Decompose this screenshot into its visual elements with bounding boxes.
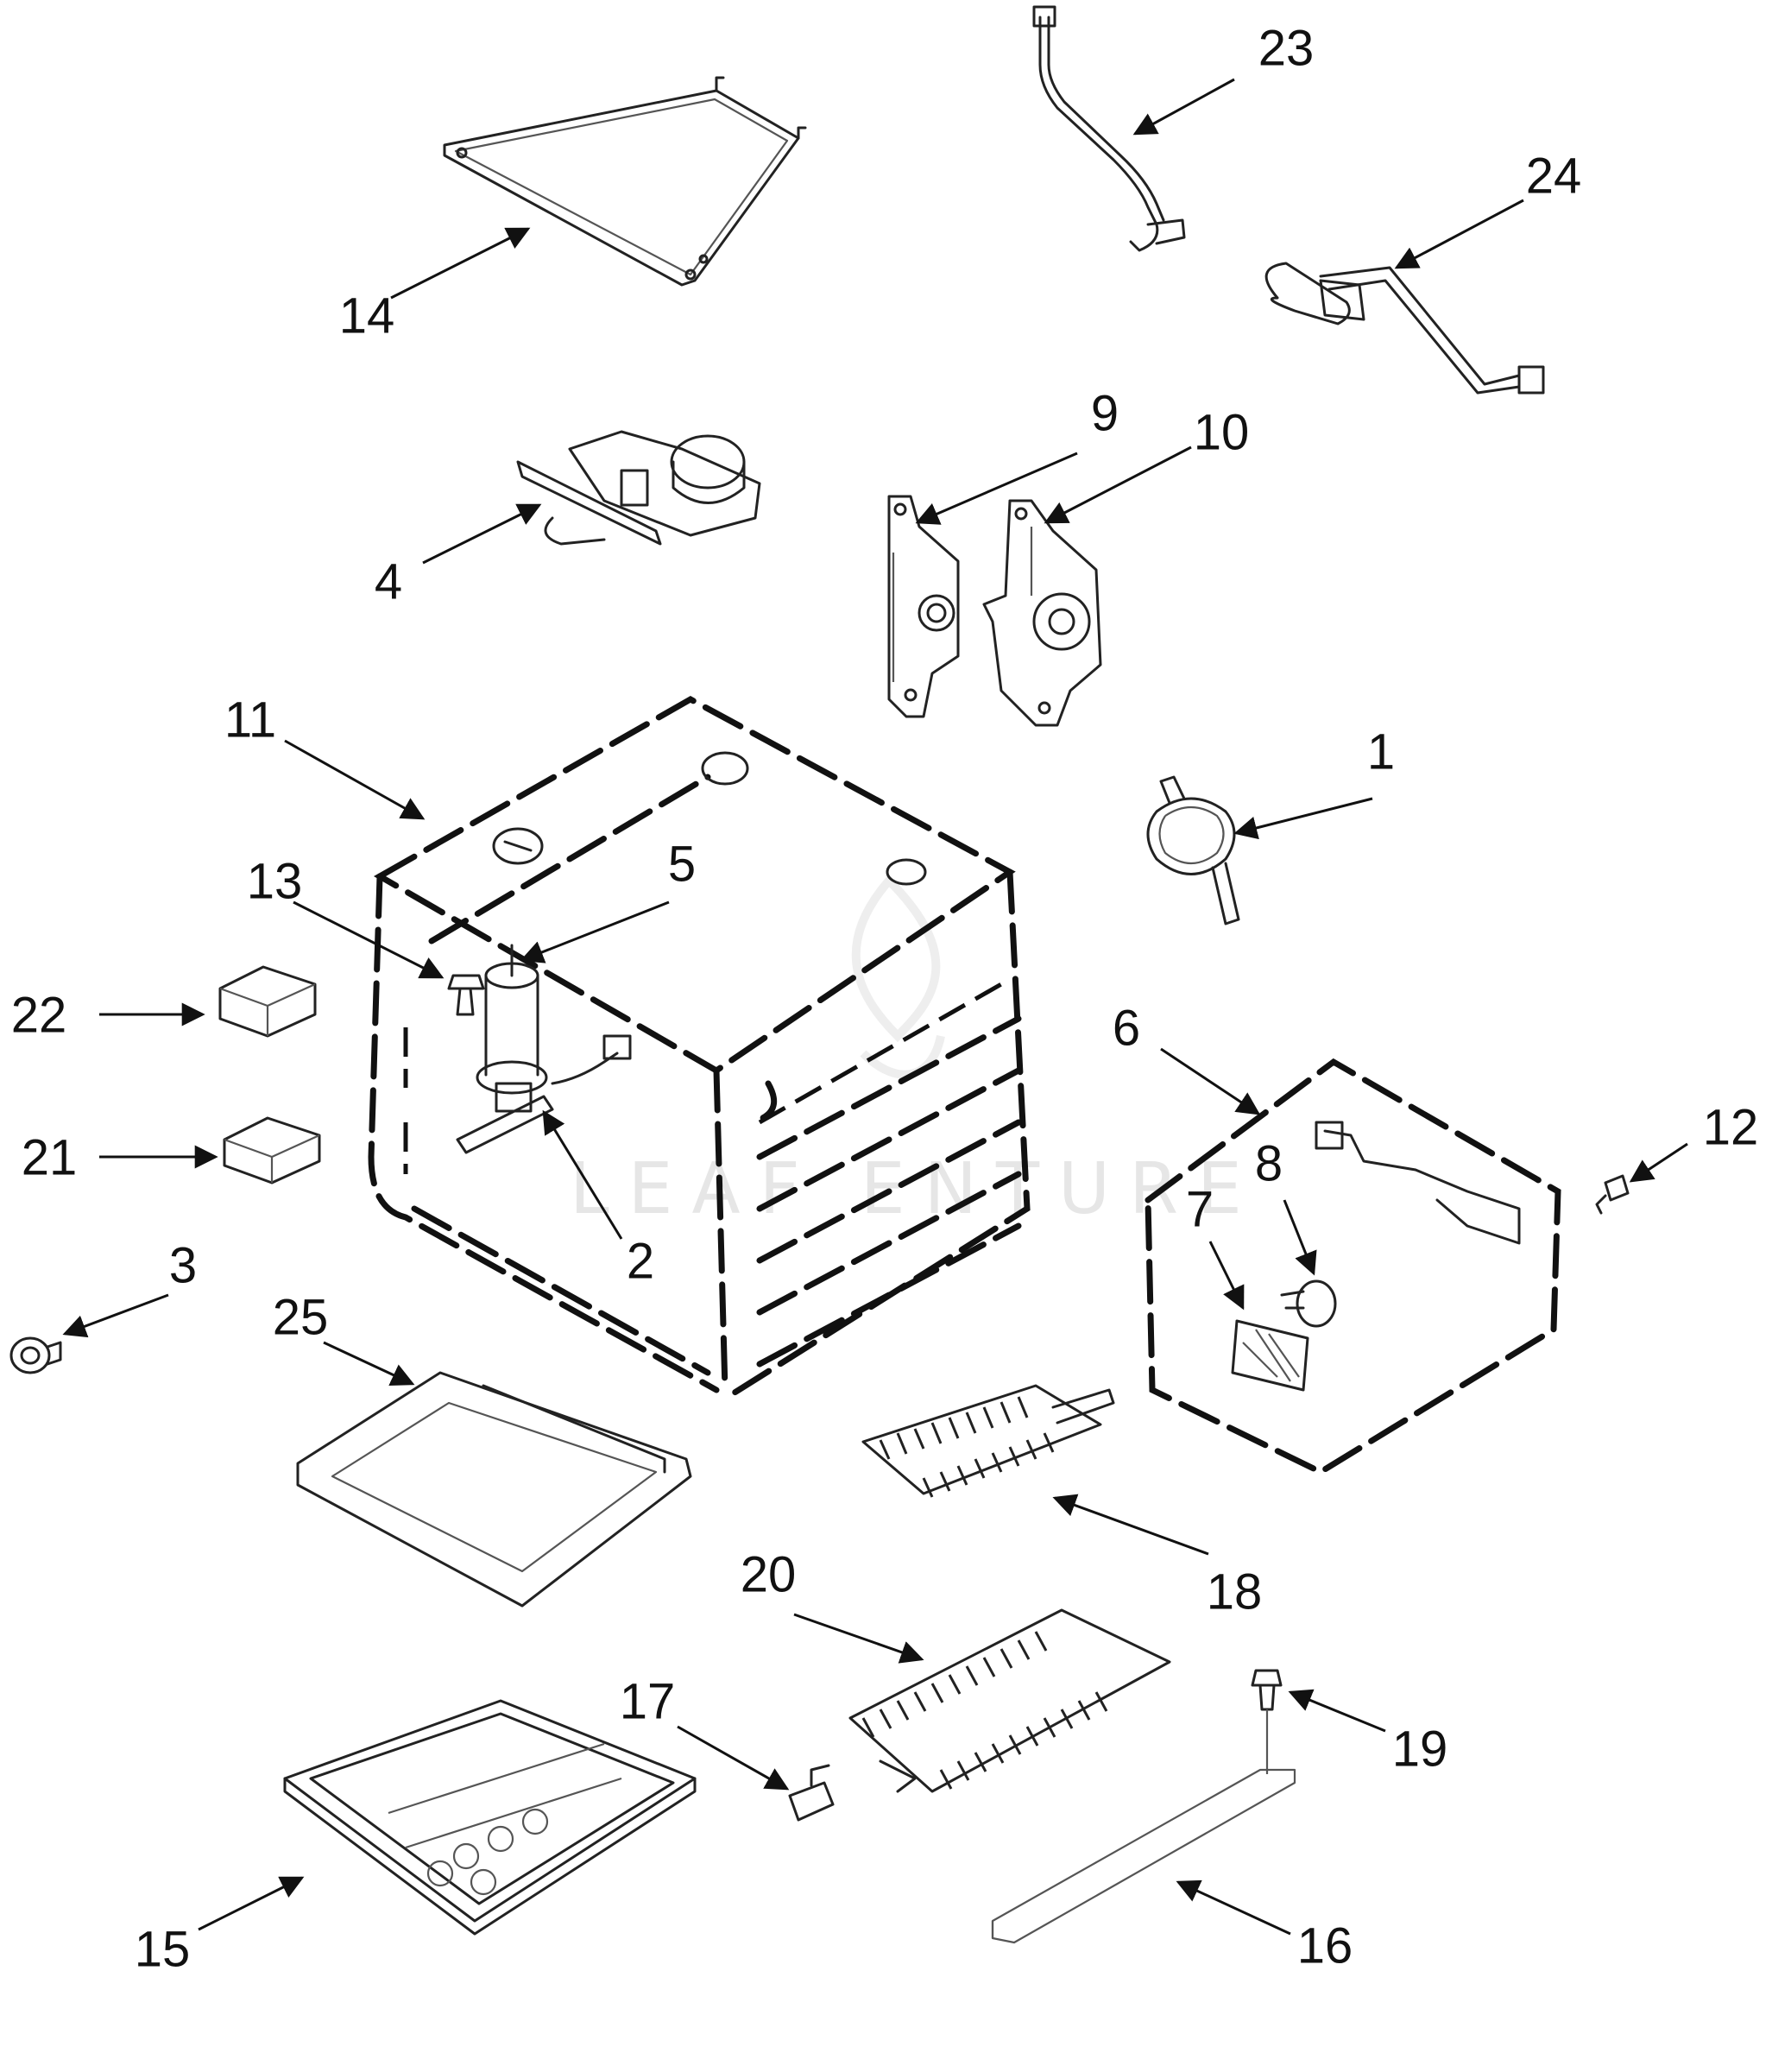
part-2-sensor	[456, 1082, 554, 1154]
part-8-bulb	[1280, 1279, 1337, 1328]
leader-16	[1176, 1879, 1291, 1936]
leader-10	[1044, 445, 1192, 524]
callout-7: 7	[1186, 1181, 1214, 1237]
part-25-panel	[296, 1371, 692, 1608]
callout-9: 9	[1091, 385, 1119, 441]
leader-24	[1394, 199, 1524, 269]
part-23-gas-tube	[1032, 5, 1186, 252]
callout-15: 15	[135, 1921, 191, 1977]
callout-8: 8	[1255, 1135, 1283, 1191]
watermark-flame-logo	[851, 874, 945, 1079]
leader-9	[915, 452, 1078, 525]
callout-10: 10	[1194, 404, 1250, 460]
part-1-gasket	[1146, 775, 1240, 925]
callout-11: 11	[224, 692, 276, 748]
leader-20	[793, 1613, 924, 1664]
leader-1	[1233, 797, 1373, 840]
callout-20: 20	[741, 1546, 797, 1602]
leader-14	[390, 227, 531, 300]
leader-25	[323, 1341, 415, 1386]
part-21-block	[223, 1116, 321, 1184]
callout-22: 22	[11, 987, 67, 1043]
watermark-text: LEAF ENTURE	[570, 1148, 1261, 1230]
part-15-pan	[283, 1699, 697, 1936]
callout-13: 13	[247, 853, 303, 909]
callout-18: 18	[1207, 1563, 1263, 1620]
part-4-valve-assembly	[516, 430, 761, 546]
part-24-burner-tube	[1264, 262, 1545, 395]
part-14-top-bracket	[443, 76, 807, 287]
callout-2: 2	[627, 1233, 654, 1289]
leader-12	[1629, 1142, 1688, 1183]
part-22-block	[218, 965, 317, 1038]
leader-2	[542, 1109, 623, 1240]
part-16-rail	[991, 1768, 1296, 1944]
callout-23: 23	[1258, 20, 1315, 76]
part-17-clip	[788, 1764, 835, 1822]
callout-17: 17	[620, 1673, 676, 1729]
leader-17	[677, 1725, 790, 1791]
callout-5: 5	[668, 836, 696, 892]
callout-labels: 1 2 3 4 5 6 7 8 9 10 11 12 13 14 15 16 1…	[11, 20, 1759, 1977]
part-12-screw	[1595, 1174, 1630, 1215]
callout-12: 12	[1703, 1099, 1759, 1155]
leader-7	[1208, 1241, 1245, 1311]
leader-23	[1132, 78, 1235, 136]
part-20-element	[848, 1608, 1171, 1793]
part-7-lens	[1231, 1319, 1309, 1392]
part-9-hinge	[887, 495, 960, 718]
part-5-igniter	[476, 944, 632, 1095]
callout-3: 3	[169, 1237, 197, 1293]
part-11-oven-cavity	[368, 695, 1031, 1402]
callout-21: 21	[22, 1129, 78, 1185]
part-3-foot	[9, 1336, 62, 1374]
callout-1: 1	[1367, 723, 1395, 780]
leader-19	[1288, 1689, 1386, 1733]
callout-19: 19	[1392, 1721, 1448, 1777]
leader-18	[1052, 1494, 1209, 1556]
leader-4	[422, 503, 542, 565]
part-18-element	[861, 1384, 1115, 1498]
callout-16: 16	[1297, 1917, 1353, 1974]
leader-5	[520, 900, 670, 963]
callout-24: 24	[1526, 148, 1582, 204]
callout-4: 4	[375, 553, 402, 610]
part-19-screw	[1251, 1669, 1283, 1774]
leader-8	[1283, 1199, 1317, 1276]
leader-11	[284, 739, 426, 820]
callout-14: 14	[339, 287, 395, 344]
leader-lines	[62, 78, 1688, 1936]
leader-3	[62, 1293, 169, 1338]
part-6-light-assembly	[1145, 1058, 1561, 1475]
callout-6: 6	[1113, 1000, 1140, 1056]
leader-13	[293, 900, 445, 979]
leader-15	[198, 1876, 305, 1931]
leader-6	[1160, 1047, 1261, 1115]
callout-25: 25	[273, 1289, 329, 1345]
part-10-hinge	[982, 499, 1102, 727]
part-13-screw	[447, 974, 485, 1016]
